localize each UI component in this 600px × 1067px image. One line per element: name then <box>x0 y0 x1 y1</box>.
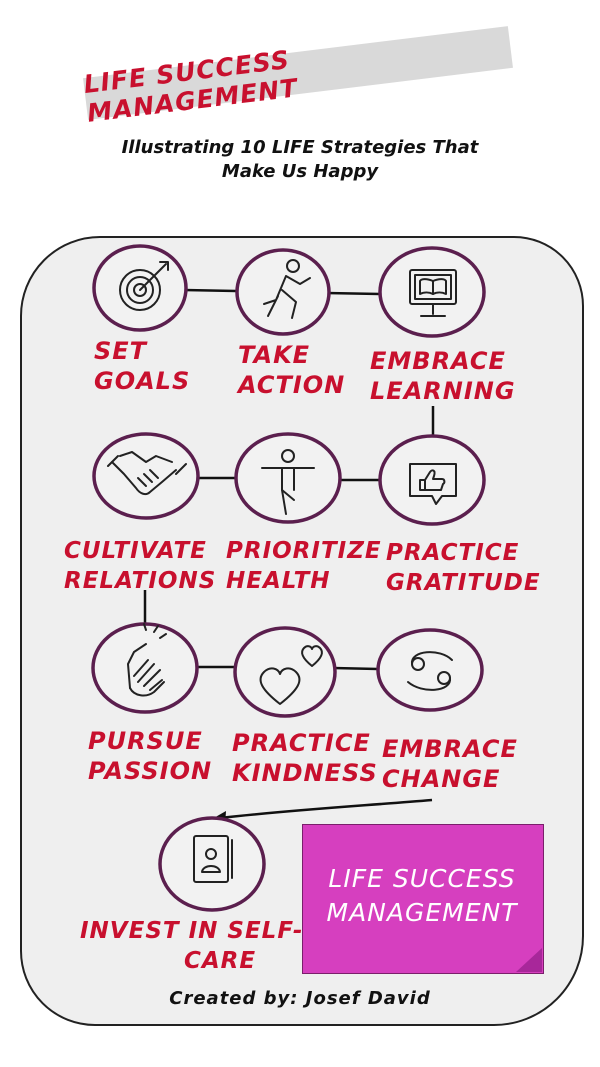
node-set-goals <box>92 244 188 332</box>
hearts-icon <box>259 645 323 705</box>
running-person-icon <box>263 259 311 319</box>
node-pursue-passion <box>91 622 199 714</box>
connector-8-9 <box>332 666 379 671</box>
cancer-sign-icon <box>407 651 453 691</box>
node-practice-kindness <box>233 626 337 718</box>
node-practice-gratitude <box>378 434 486 526</box>
node-ring <box>91 622 199 714</box>
node-ring <box>376 628 484 712</box>
node-ring <box>233 626 337 718</box>
yoga-pose-icon <box>261 449 315 515</box>
sticky-note <box>302 824 544 974</box>
node-ring <box>378 434 486 526</box>
node-take-action <box>235 248 331 336</box>
node-prioritize-health <box>234 432 342 524</box>
clapping-hand-icon <box>127 623 167 697</box>
connector-2-3 <box>325 291 381 296</box>
handshake-icon <box>107 451 187 496</box>
subtitle: Illustrating 10 LIFE Strategies That Mak… <box>80 136 520 184</box>
connector-9-10 <box>219 798 433 820</box>
node-invest-in-self-care <box>158 816 266 912</box>
node-ring <box>92 244 188 332</box>
node-cultivate-relations <box>92 432 200 520</box>
monitor-book-icon <box>409 269 457 317</box>
label-invest-in-self-care: INVEST IN SELF-CARE <box>80 918 304 974</box>
address-book-icon <box>193 835 233 883</box>
thumbs-up-bubble-icon <box>409 463 457 505</box>
subtitle-line-2: Make Us Happy <box>221 161 379 182</box>
sticky-note-fold <box>516 948 542 972</box>
node-embrace-learning <box>378 246 486 338</box>
node-ring <box>158 816 266 912</box>
node-ring <box>234 432 342 524</box>
credit-line: Created by: Josef David <box>169 988 431 1009</box>
node-embrace-change <box>376 628 484 712</box>
target-icon <box>119 261 169 311</box>
connector-1-2 <box>183 288 237 293</box>
subtitle-line-1: Illustrating 10 LIFE Strategies That <box>121 137 479 158</box>
